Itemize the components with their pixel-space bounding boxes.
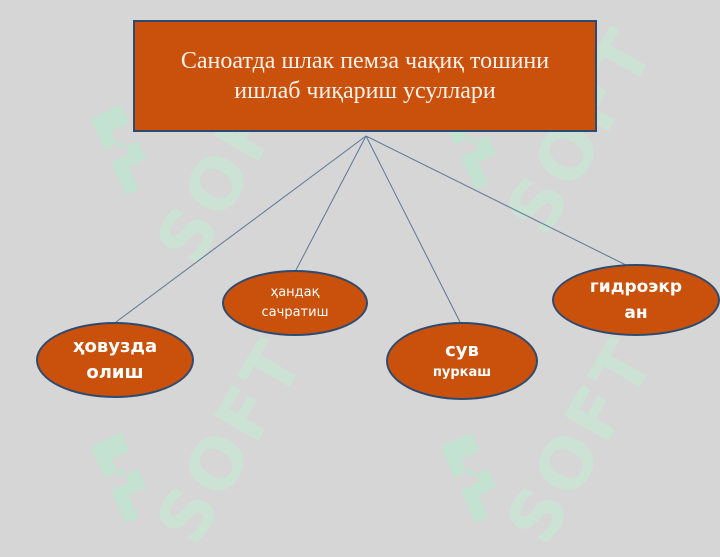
connector-line-suv	[365, 135, 461, 323]
node-label-line: пуркаш	[432, 365, 492, 380]
method-node-hovuzda-olish: ҳовузда олиш	[36, 322, 194, 398]
method-node-gidroekran: гидроэкр ан	[552, 264, 720, 336]
node-label-line: сачратиш	[261, 305, 329, 320]
connector-lines	[115, 135, 637, 323]
watermark-logo-icon	[440, 432, 497, 523]
node-label-line: гидроэкр	[589, 277, 683, 297]
connector-line-gidroekran	[365, 135, 637, 271]
node-label-line: ҳовузда	[72, 336, 158, 357]
node-label-line: сув	[445, 340, 479, 361]
watermark-logo-icon	[90, 104, 147, 195]
connector-line-handaq	[295, 135, 367, 271]
diagram-title: Саноатда шлак пемза чақиқ тошини ишлаб ч…	[180, 48, 550, 104]
method-node-handaq-sachratish: ҳандақ сачратиш	[222, 270, 368, 336]
node-label-line: ҳандақ	[270, 285, 320, 300]
node-label-line: ан	[624, 303, 648, 323]
title-box: Саноатда шлак пемза чақиқ тошини ишлаб ч…	[133, 20, 597, 132]
connector-line-hovuzda	[115, 135, 367, 323]
slide: SOFT SOFT SOFT SOFT Саноатда шлак пемза …	[36, 14, 720, 557]
watermark-logo-icon	[90, 432, 147, 523]
node-label-line: олиш	[86, 362, 144, 383]
method-node-suv-purkash: сув пуркаш	[386, 322, 538, 400]
